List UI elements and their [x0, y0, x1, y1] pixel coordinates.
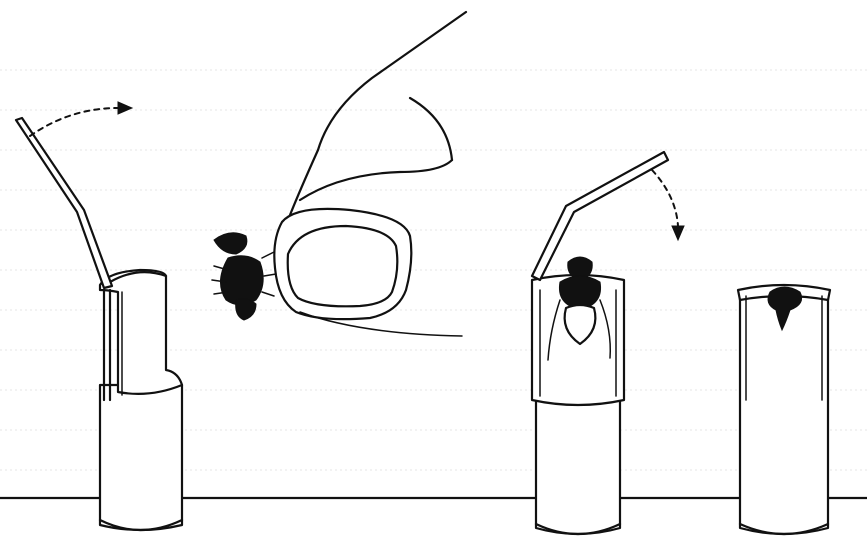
- tube4-base: [738, 522, 830, 536]
- fly-wing-top: [213, 232, 248, 255]
- tube4-seam: [745, 295, 823, 401]
- fly-inside-tube: [547, 256, 612, 361]
- fly3-wing-left: [547, 299, 561, 361]
- lid-strip: [102, 288, 112, 402]
- fly-body: [220, 255, 264, 306]
- closing-motion-arrow: [651, 169, 679, 227]
- finger-underside: [298, 158, 454, 202]
- tube-body-lower: [98, 383, 184, 532]
- lid-flap-closing: [530, 150, 670, 282]
- fly-sealed-top: [767, 286, 803, 332]
- tube3-body-lower: [534, 398, 622, 536]
- tube-fly-inside: [530, 150, 685, 536]
- palm-curve: [408, 96, 454, 162]
- tube-closed: [736, 283, 832, 536]
- arrow-head-right: [117, 101, 134, 115]
- hand-outline: [288, 10, 468, 217]
- tube3-base: [534, 522, 622, 536]
- tube-open: [14, 101, 184, 532]
- fly3-thorax: [558, 275, 602, 311]
- arrow-head-down: [671, 225, 685, 242]
- tube4-body: [738, 290, 830, 536]
- thumb: [273, 207, 413, 321]
- fly-held: [211, 232, 277, 321]
- fly-legs: [211, 251, 277, 297]
- tube-base-curve: [98, 518, 184, 532]
- tube-cutaway-wall: [98, 268, 184, 395]
- thumbnail: [286, 224, 399, 308]
- fly3-abdomen: [563, 303, 597, 346]
- fly3-head: [567, 256, 593, 281]
- fly-head: [235, 298, 257, 321]
- opening-motion-arrow: [29, 107, 119, 137]
- hand-holding-fly: [211, 10, 468, 337]
- tube-rim: [108, 271, 168, 284]
- tube3-inner: [539, 289, 617, 397]
- lid-flap-open: [14, 116, 114, 290]
- finger-lower-line: [299, 311, 463, 337]
- fly3-wing-right: [599, 299, 612, 359]
